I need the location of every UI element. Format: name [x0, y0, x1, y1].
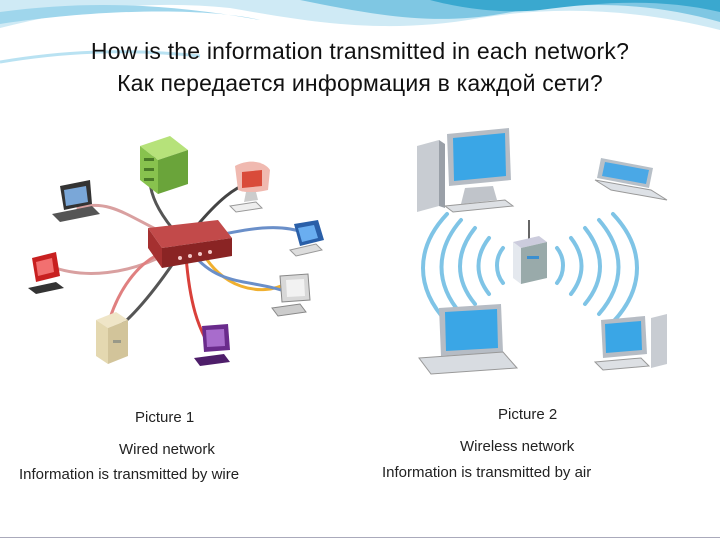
desktop-computer-icon — [593, 314, 667, 371]
desktop-tower-icon — [96, 312, 128, 364]
laptop-icon — [418, 304, 519, 375]
server-icon — [140, 136, 188, 194]
wireless-network-picture — [405, 128, 680, 386]
title-english: How is the information transmitted in ea… — [90, 38, 630, 64]
wired-network-picture — [28, 136, 324, 366]
wireless-router-icon — [513, 220, 547, 284]
laptop-icon — [594, 158, 668, 201]
picture2-label: Picture 2 — [498, 406, 558, 423]
footer-divider — [0, 537, 720, 538]
title-russian: Как передается информация в каждой сети? — [117, 70, 603, 96]
monitor-icon — [28, 252, 64, 294]
monitor-icon — [289, 220, 324, 257]
monitor-icon — [228, 161, 270, 213]
header-wave-decoration — [0, 0, 720, 64]
picture1-description: Information is transmitted by wire — [19, 466, 240, 483]
laptop-icon — [52, 180, 100, 222]
picture1-label: Picture 1 — [135, 409, 195, 426]
picture1-network-name: Wired network — [119, 441, 215, 458]
monitor-icon — [194, 324, 230, 366]
desktop-computer-icon — [417, 128, 515, 213]
picture2-description: Information is transmitted by air — [382, 464, 592, 481]
network-hub-icon — [148, 220, 232, 268]
picture2-network-name: Wireless network — [460, 438, 575, 455]
monitor-icon — [271, 273, 311, 317]
